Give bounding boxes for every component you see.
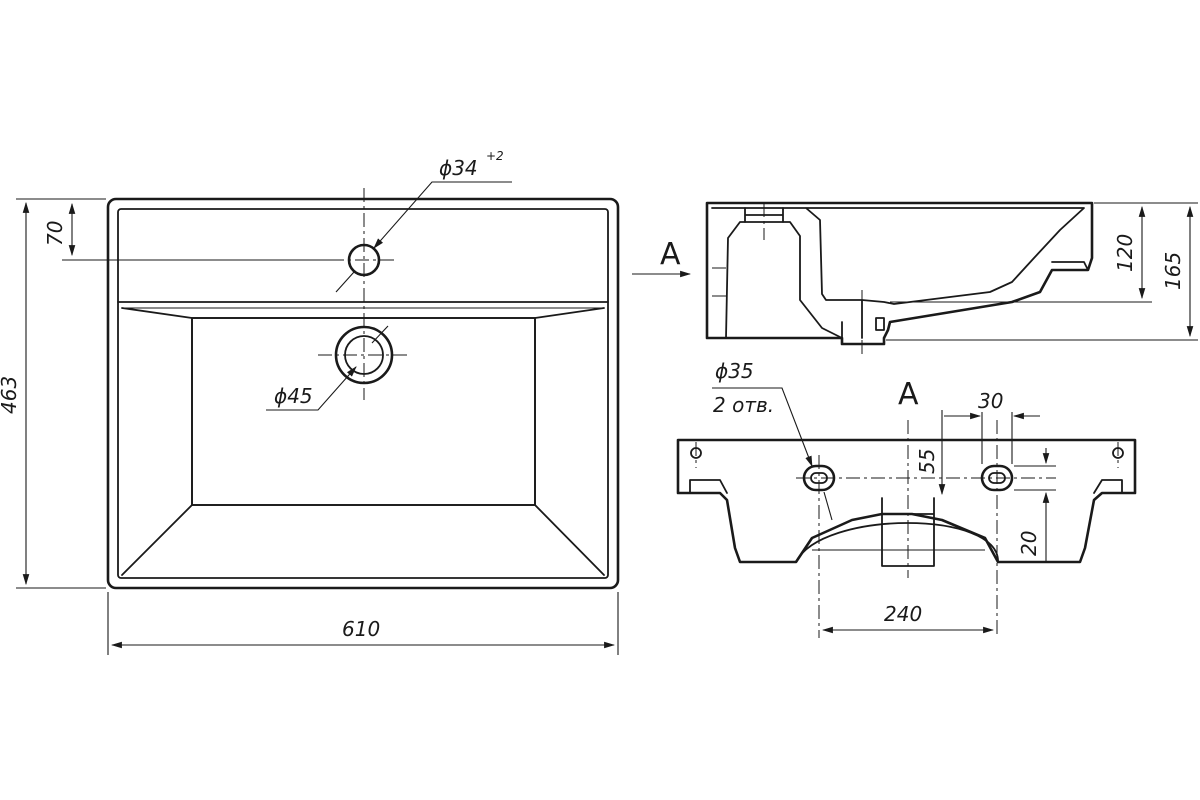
drain-leader <box>266 366 357 411</box>
basin-inner-rim <box>117 208 609 579</box>
basin-outline <box>106 197 620 590</box>
shelf-depth-label: 70 <box>43 221 67 246</box>
offset-low-label: 20 <box>1017 531 1041 556</box>
bowl-height-label: 120 <box>1113 234 1137 272</box>
tap-hole-tolerance: +2 <box>486 149 504 163</box>
tap-hole-label: ϕ34 <box>439 156 478 180</box>
front-view-a: A ϕ35 2 отв. 30 <box>676 359 1137 638</box>
front-rim-left <box>689 479 728 494</box>
spacing-label: 240 <box>884 602 922 626</box>
mount-hole-leader-tail <box>823 491 833 521</box>
front-bowl-curve <box>795 522 999 563</box>
side-pedestal <box>725 221 843 339</box>
mount-hole-count-label: 2 отв. <box>713 393 774 417</box>
total-height-label: 165 <box>1161 252 1185 290</box>
side-drain <box>841 299 885 339</box>
tap-hole-leader-tail <box>335 271 355 293</box>
front-rim-right <box>1093 479 1123 494</box>
width-label: 610 <box>342 617 380 641</box>
view-a-label-front: A <box>898 377 919 412</box>
front-profile <box>676 438 1137 564</box>
bowl-bevel <box>121 307 605 576</box>
hole-width-label: 30 <box>978 389 1003 413</box>
side-view: 120 165 A <box>632 201 1198 354</box>
side-bowl-inner <box>711 207 1085 305</box>
side-rim-right <box>1051 261 1089 271</box>
mount-hole-label: ϕ35 <box>715 359 754 383</box>
drain-leader-tail <box>371 325 389 344</box>
depth-label: 463 <box>0 376 21 414</box>
tap-hole-leader <box>373 181 512 249</box>
offset-top-label: 55 <box>915 449 939 474</box>
plan-view: ϕ34 +2 ϕ45 70 463 610 <box>0 149 620 655</box>
side-profile-outer <box>705 201 1094 346</box>
drain-label: ϕ45 <box>274 384 313 408</box>
side-wall-marks <box>712 267 726 297</box>
mount-hole-leader <box>712 387 813 468</box>
view-a-label-side: A <box>660 237 681 272</box>
